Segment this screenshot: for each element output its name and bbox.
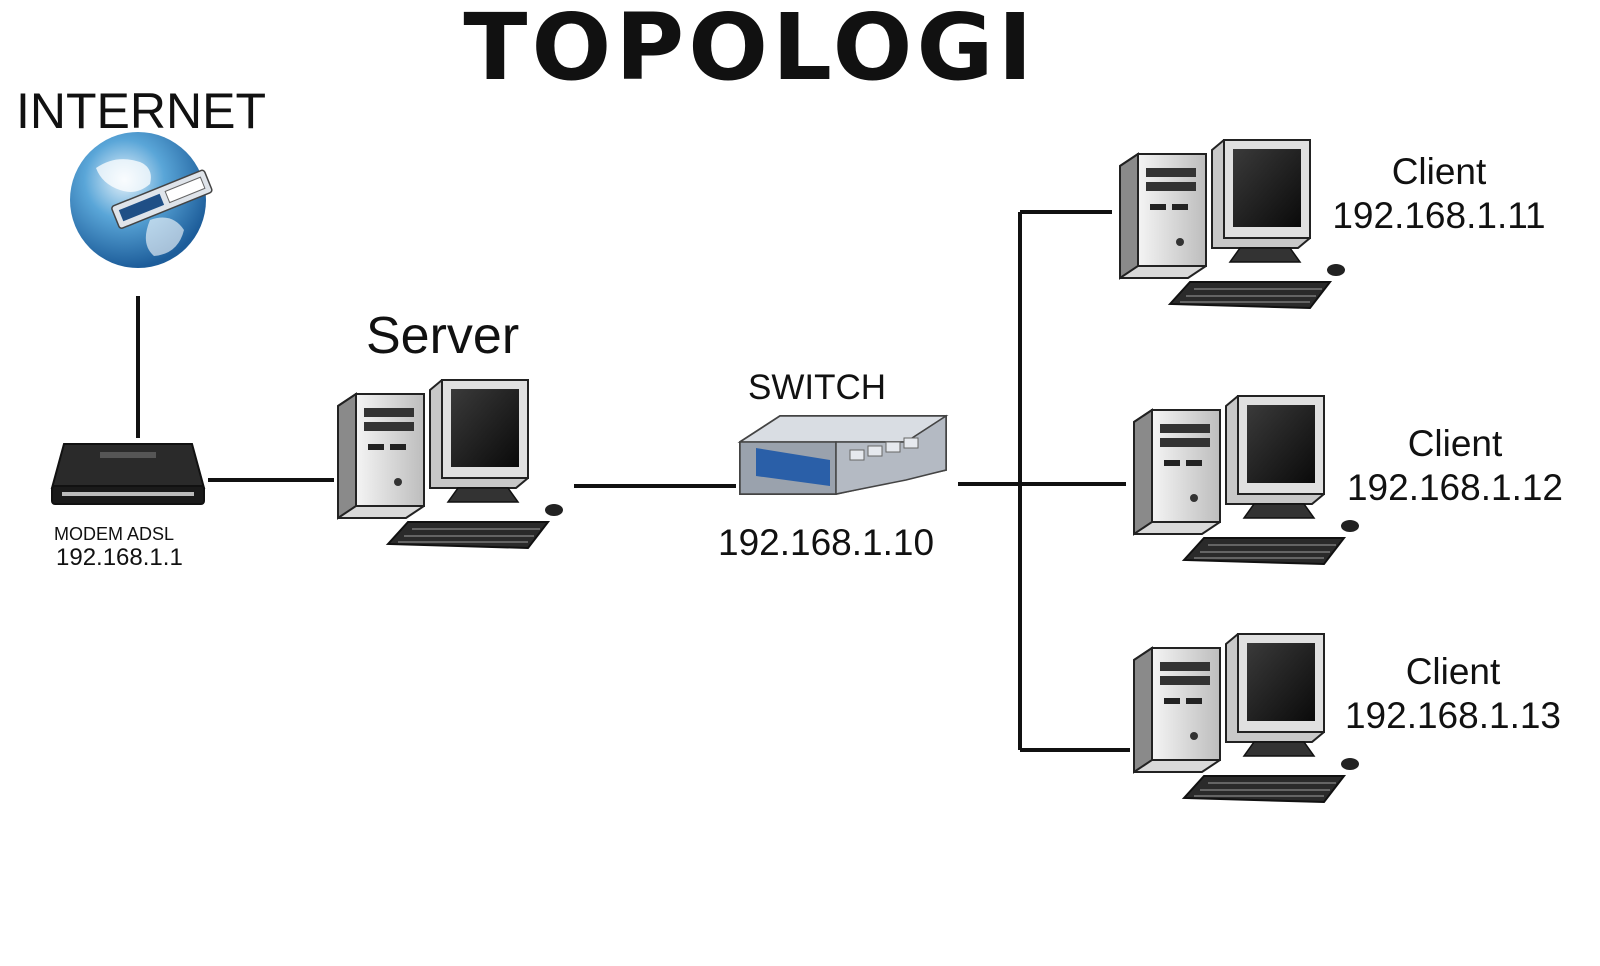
switch-icon [737, 414, 949, 495]
client-label: Client [1405, 651, 1501, 692]
connection-lines [136, 210, 1130, 752]
client-ip: 192.168.1.12 [1346, 467, 1564, 508]
client-ip: 192.168.1.13 [1344, 695, 1562, 736]
switch-ip: 192.168.1.10 [718, 522, 935, 563]
client-ip: 192.168.1.11 [1332, 195, 1546, 236]
client-3-label-group: Client 192.168.1.13 [1336, 650, 1570, 738]
client-1-label-group: Client 192.168.1.11 [1322, 150, 1556, 238]
computer-icon [1133, 395, 1360, 565]
computer-icon [1133, 633, 1360, 803]
computer-icon [337, 379, 564, 549]
modem-label: MODEM ADSL [54, 524, 175, 544]
modem-ip: 192.168.1.1 [56, 544, 183, 571]
client-label: Client [1391, 151, 1487, 192]
computer-icon [1119, 139, 1346, 309]
client-label: Client [1407, 423, 1503, 464]
globe-icon [70, 132, 213, 268]
switch-label: SWITCH [748, 368, 887, 407]
page-title: TOPOLOGI [463, 0, 1037, 101]
client-2-label-group: Client 192.168.1.12 [1338, 422, 1572, 510]
internet-label: INTERNET [16, 83, 266, 139]
server-label: Server [366, 307, 520, 365]
modem-icon [50, 443, 206, 505]
